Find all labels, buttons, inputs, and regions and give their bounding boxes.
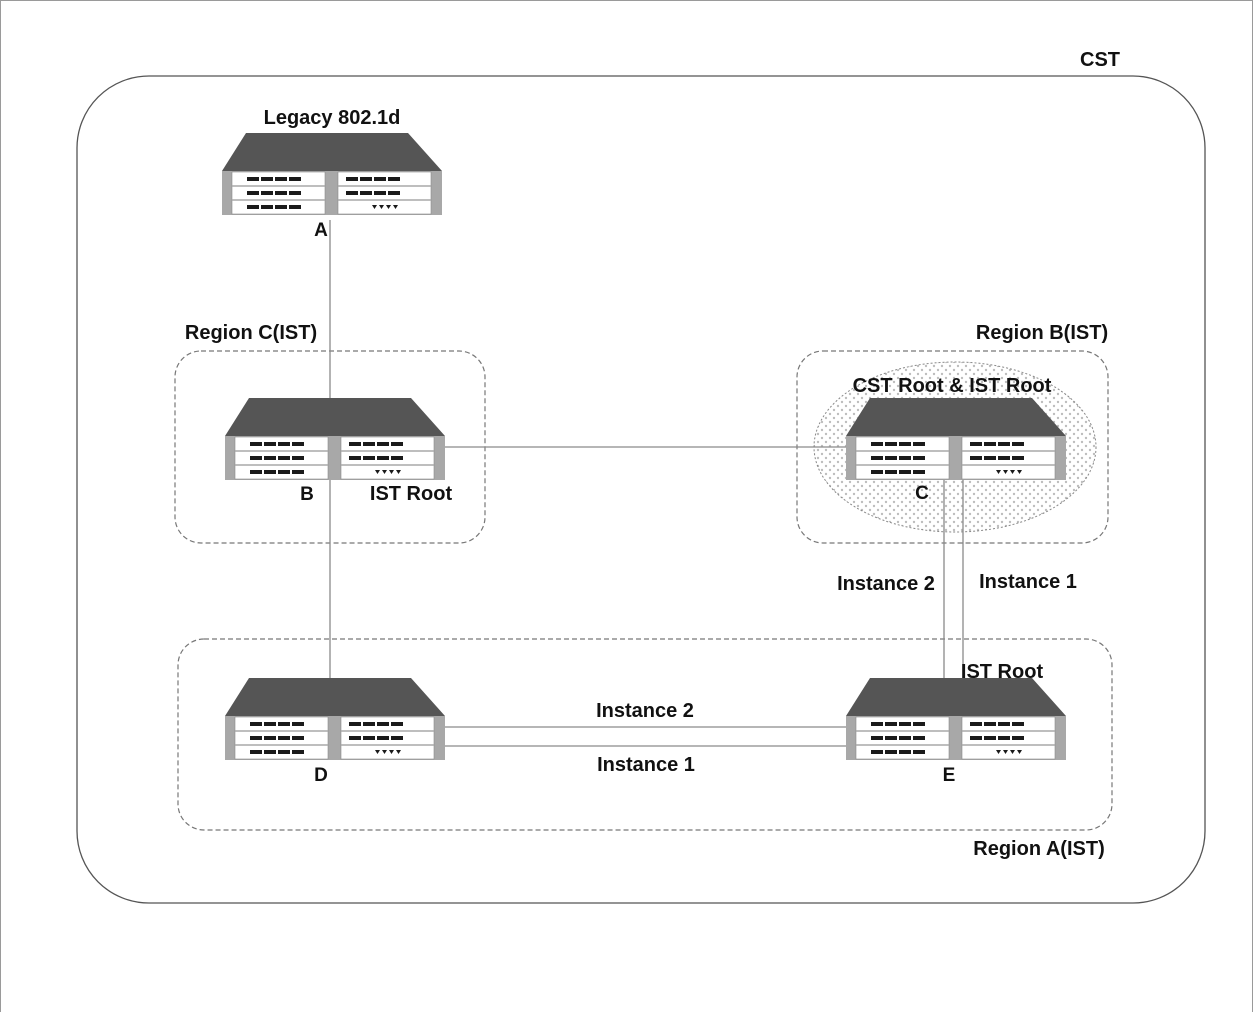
region-b-label: Region B(IST): [976, 322, 1108, 344]
switch-c[interactable]: [845, 397, 1067, 481]
region-c-label: Region C(IST): [185, 322, 317, 344]
c-e-instance-2-label: Instance 2: [837, 573, 935, 595]
switch-b[interactable]: [224, 397, 446, 481]
switch-e-role: IST Root: [961, 661, 1044, 683]
switch-a-letter: A: [314, 220, 328, 241]
legacy-label: Legacy 802.1d: [264, 107, 401, 129]
cst-region: [76, 75, 1206, 904]
d-e-instance-1-label: Instance 1: [597, 754, 695, 776]
region-a-box: [177, 638, 1113, 831]
switch-e[interactable]: [845, 677, 1067, 761]
cst-label: CST: [1080, 49, 1120, 71]
c-e-instance-1-label: Instance 1: [979, 571, 1077, 593]
switch-c-role: CST Root & IST Root: [853, 375, 1052, 397]
switch-b-letter: B: [300, 484, 314, 505]
switch-e-letter: E: [943, 765, 956, 786]
switch-d[interactable]: [224, 677, 446, 761]
switch-d-letter: D: [314, 765, 328, 786]
switch-a[interactable]: [221, 132, 443, 216]
d-e-instance-2-label: Instance 2: [596, 700, 694, 722]
switch-b-role: IST Root: [370, 483, 453, 505]
switch-c-letter: C: [915, 483, 929, 504]
region-a-label: Region A(IST): [973, 838, 1104, 860]
